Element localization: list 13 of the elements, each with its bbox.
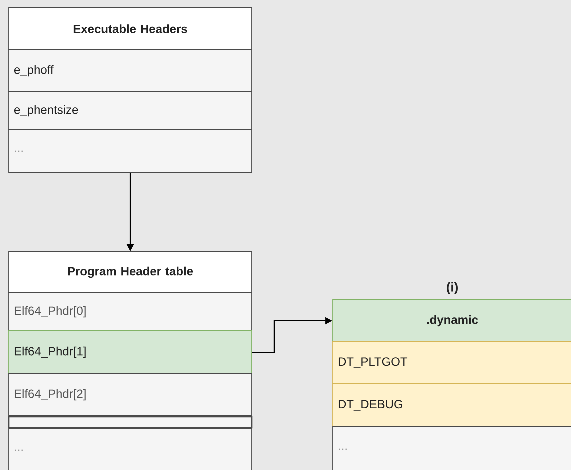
highlighted-row: DT_DEBUG — [332, 384, 571, 428]
panel-label: (i) — [447, 282, 458, 294]
table-row: ... — [8, 130, 252, 174]
table-header: Program Header table — [8, 252, 252, 294]
separator-bar — [8, 416, 253, 429]
highlighted-row: DT_PLTGOT — [332, 342, 571, 384]
highlighted-row: Elf64_Phdr[1] — [8, 330, 252, 374]
table-row: e_phoff — [8, 50, 252, 92]
table-header: .dynamic — [332, 300, 571, 342]
table-row: ... — [332, 426, 571, 470]
table-row: e_phentsize — [8, 92, 252, 130]
table-row: Elf64_Phdr[0] — [8, 292, 252, 332]
table-header: Executable Headers — [8, 8, 252, 50]
